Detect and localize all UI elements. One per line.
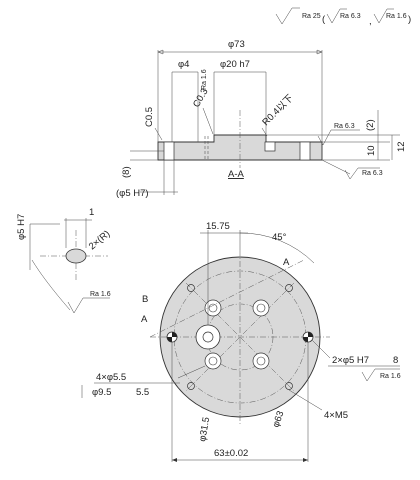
roughness-close-paren: ): [408, 14, 411, 25]
roughness-symbol-ex2: [373, 8, 394, 24]
plan-view: 15.75 45° A B A 4×φ5.5 φ9.5 5.5 2×φ5 H7 …: [81, 221, 401, 462]
detail-view: 1 2×(R) φ5 H7 Ra 1.6: [16, 207, 112, 314]
plan-dim-offset: 15.75: [206, 221, 230, 232]
chamfer-c05: C0.5: [144, 107, 155, 127]
dim-bore: φ20 h7: [220, 59, 250, 70]
plan-pin-holes-label: 2×φ5 H7: [332, 355, 369, 366]
plan-pin-depth: 8: [393, 355, 398, 366]
roughness-separator: ,: [369, 16, 372, 27]
roughness-general: Ra 25: [302, 13, 321, 20]
section-hole-left: [163, 141, 175, 161]
plan-label-a-top: A: [283, 257, 290, 268]
plan-angle: 45°: [272, 232, 287, 243]
plan-pcd-large-label: φ63: [270, 410, 286, 429]
roughness-symbol-ex1: [326, 8, 347, 24]
plan-counterbore-depth: 5.5: [136, 387, 149, 398]
plan-dim-width: 63±0.02: [214, 448, 248, 459]
ra-bottom: Ra 6.3: [362, 170, 383, 177]
plan-holes-55: 4×φ5.5: [96, 372, 126, 383]
section-hole-right: [299, 141, 311, 161]
roughness-open-paren: (: [322, 14, 326, 25]
detail-ra: Ra 1.6: [90, 291, 111, 298]
plan-pcd-small-label: φ31.5: [197, 416, 212, 442]
roughness-note: Ra 25 ( Ra 6.3 , Ra 1.6 ): [275, 7, 411, 27]
detail-dim-hole: φ5 H7: [16, 214, 27, 240]
plan-label-b: B: [142, 294, 148, 305]
plan-counterbore-holes: [204, 299, 270, 370]
ra-top: Ra 6.3: [334, 123, 355, 130]
detail-dim-radius: 2×(R): [87, 228, 112, 252]
plan-tapped-label: 4×M5: [324, 410, 348, 421]
plan-counterbore: φ9.5: [92, 387, 111, 398]
fillet-note: R0.4以下: [260, 93, 295, 128]
section-pin-hole: [264, 141, 276, 152]
dim-outer-dia: φ73: [228, 39, 245, 50]
roughness-symbol-general: [275, 7, 300, 25]
roughness-exception-2: Ra 1.6: [386, 13, 407, 20]
detail-dim-1: 1: [89, 207, 94, 218]
plan-ra-pin: Ra 1.6: [380, 373, 401, 380]
detail-hole: [65, 248, 87, 264]
dim-12: 12: [396, 141, 407, 152]
plan-label-a-left: A: [141, 314, 148, 325]
dim-hole-section: (φ5 H7): [116, 188, 149, 199]
dim-2: (2): [365, 119, 376, 131]
plan-center-bore: [195, 324, 221, 350]
section-label: A-A: [228, 169, 245, 180]
plan-tapped-holes: [187, 284, 293, 390]
dim-8: (8): [121, 166, 132, 178]
plan-section-line: [149, 259, 305, 338]
dim-10: 10: [366, 145, 377, 156]
dim-pin-dia: φ4: [178, 59, 189, 70]
section-view: φ73 φ4 φ20 h7 Ra 1.6 C0.5 C0.3 R0.4以下 Ra…: [116, 39, 407, 199]
ra-bore: Ra 1.6: [201, 69, 208, 90]
roughness-exception-1: Ra 6.3: [340, 13, 361, 20]
